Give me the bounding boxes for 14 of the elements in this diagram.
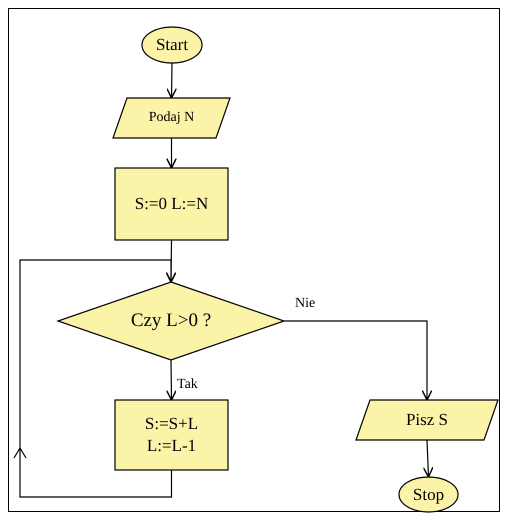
node-text: Czy L>0 ? xyxy=(130,310,212,332)
node-text: Start xyxy=(154,34,190,56)
input-parallelogram xyxy=(113,98,230,138)
process-box xyxy=(115,168,228,240)
node-text: Pisz S xyxy=(404,409,450,431)
decision-diamond xyxy=(58,282,284,360)
start-terminal xyxy=(142,27,202,63)
output-parallelogram xyxy=(356,400,498,440)
node-text: Podaj N xyxy=(148,109,196,127)
node-text: S:=S+L L:=L-1 xyxy=(144,413,200,457)
node-text: S:=0 L:=N xyxy=(134,193,210,215)
node-text: Stop xyxy=(412,484,446,506)
process-box xyxy=(115,400,228,470)
stop-terminal xyxy=(399,477,458,512)
